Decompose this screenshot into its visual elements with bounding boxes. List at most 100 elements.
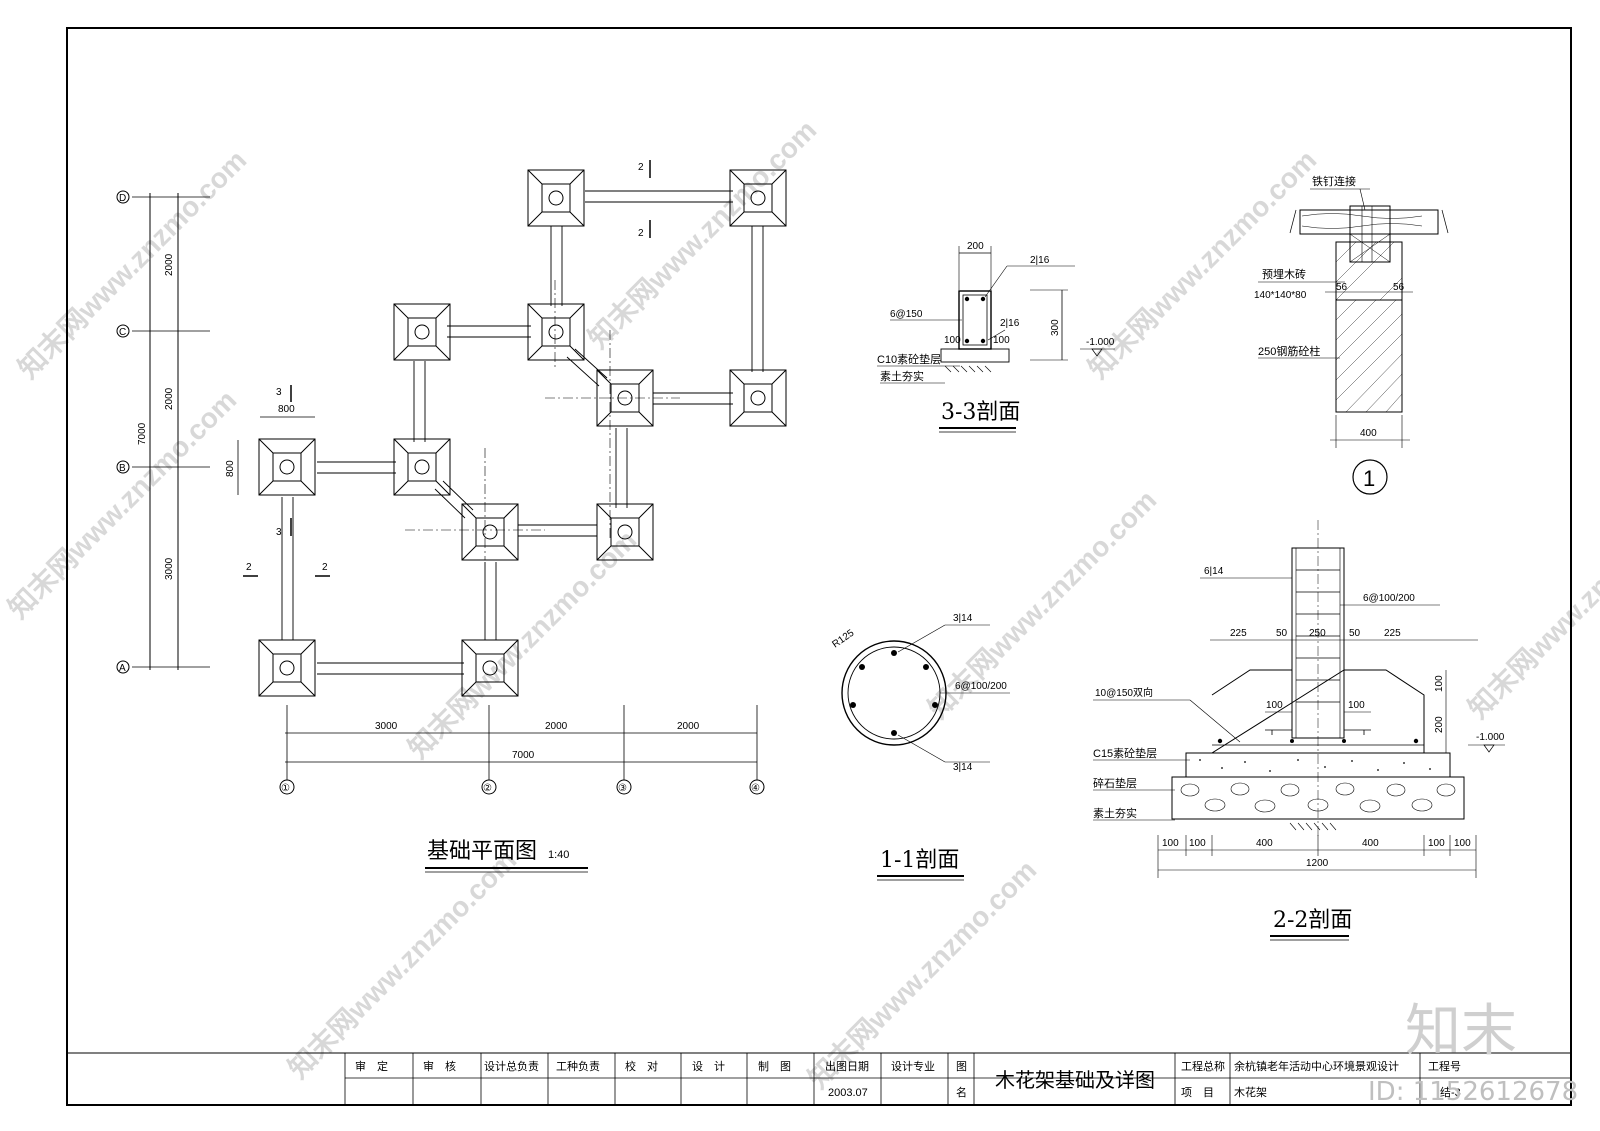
s22-bottom-dim-4: 400 [1362, 838, 1379, 849]
cut-3-top: 3 [276, 387, 282, 398]
s22-dim-100-right: 100 [1348, 700, 1365, 711]
s22-dim-50-right: 50 [1349, 628, 1361, 639]
s33-width: 200 [967, 241, 984, 252]
s11-top-bars: 3|14 [953, 613, 973, 624]
axis-label-c: C [119, 327, 126, 338]
drawing-name-label-tu: 图 [956, 1060, 967, 1073]
s22-total: 1200 [1306, 858, 1329, 869]
section-1-1: R125 3|14 6@100/200 3|14 1-1剖面 [830, 613, 1010, 881]
s33-elevation: -1.000 [1086, 337, 1115, 348]
role-approve: 审 定 [355, 1059, 388, 1073]
d1-label-size: 140*140*80 [1254, 290, 1307, 301]
axis-label-4: ④ [751, 783, 760, 794]
s22-layer-3: 素土夯实 [1093, 806, 1137, 820]
project-total: 余杭镇老年活动中心环境景观设计 [1234, 1059, 1399, 1073]
axis-label-a: A [119, 663, 126, 674]
watermark-text: 知末网www.znzmo.com [802, 853, 1043, 1094]
axis-label-1: ① [281, 783, 290, 794]
s22-dim-100-left: 100 [1266, 700, 1283, 711]
role-check: 校 对 [625, 1059, 658, 1073]
d1-marker: 1 [1363, 466, 1375, 491]
s22-dim-250: 250 [1309, 628, 1326, 639]
plan-scale: 1:40 [548, 849, 569, 861]
s11-title: 1-1剖面 [880, 848, 959, 873]
foundation-plan: D C B A 2000 2000 3000 7000 3000 2000 20… [116, 160, 787, 873]
role-design: 设 计 [692, 1060, 725, 1073]
plan-title: 基础平面图 [427, 839, 537, 864]
dim-vertical-3: 3000 [164, 557, 175, 580]
s22-bottom-dim-6: 100 [1454, 838, 1471, 849]
cut-2-top: 2 [638, 162, 644, 173]
d1-dim-56-right: 56 [1393, 282, 1405, 293]
section-2-2: 6|14 6@100/200 225 50 250 50 225 100 100… [1093, 520, 1505, 941]
role-review: 审 核 [423, 1059, 456, 1073]
dim-horizontal-total: 7000 [512, 750, 535, 761]
s33-top-bar: 2|16 [1030, 255, 1050, 266]
s33-layer-1: C10素砼垫层 [877, 352, 941, 366]
s22-height-100: 100 [1434, 675, 1445, 692]
cut-2-right: 2 [322, 562, 328, 573]
s11-stirrup: 6@100/200 [955, 681, 1007, 692]
s22-bottom-dim-5: 100 [1428, 838, 1445, 849]
role-draft: 制 图 [758, 1060, 791, 1073]
issue-date: 2003.07 [828, 1087, 868, 1099]
dim-horizontal-1: 3000 [375, 721, 398, 732]
footing-height-dim: 800 [225, 460, 236, 477]
s22-dim-50-left: 50 [1276, 628, 1288, 639]
dim-horizontal-2: 2000 [545, 721, 568, 732]
s33-layer-2: 素土夯实 [880, 369, 924, 383]
s33-pad-right: 100 [993, 335, 1010, 346]
watermark-text: 知末网www.znzmo.com [12, 143, 253, 384]
footing-pads [258, 169, 787, 697]
dim-horizontal-3: 2000 [677, 721, 700, 732]
watermark-id: ID: 1152612678 [1368, 1077, 1578, 1107]
sheet-border [66, 27, 1572, 1106]
d1-label-brick: 预埋木砖 [1262, 267, 1306, 281]
s22-elevation: -1.000 [1476, 732, 1505, 743]
s22-height-200: 200 [1434, 716, 1445, 733]
s22-bar: 6|14 [1204, 566, 1224, 577]
axis-label-3: ③ [618, 783, 627, 794]
s22-layer-2: 碎石垫层 [1093, 776, 1137, 790]
detail-1: 铁钉连接 预埋木砖 140*140*80 250钢筋砼柱 56 56 400 1 [1254, 175, 1449, 495]
role-issue-date: 出图日期 [825, 1059, 869, 1073]
role-discipline: 设计专业 [891, 1059, 935, 1073]
item-label: 项 目 [1181, 1086, 1214, 1099]
dim-vertical-1: 2000 [164, 253, 175, 276]
project-number-label: 工程号 [1428, 1060, 1461, 1073]
dim-vertical-2: 2000 [164, 387, 175, 410]
s22-title: 2-2剖面 [1273, 908, 1352, 933]
watermark-layer: 知末网www.znzmo.com 知末网www.znzmo.com 知末网www… [2, 113, 1600, 1094]
axis-label-2: ② [483, 783, 492, 794]
s33-bottom-bar: 2|16 [1000, 318, 1020, 329]
role-chief-designer: 设计总负责 [484, 1059, 539, 1073]
s11-radius: R125 [830, 627, 856, 650]
d1-dim-56-left: 56 [1336, 282, 1348, 293]
drawing-name: 木花架基础及详图 [995, 1068, 1155, 1092]
cut-2-left: 2 [246, 562, 252, 573]
s33-height: 300 [1050, 319, 1061, 336]
watermark-text: 知末网www.znzmo.com [282, 843, 523, 1084]
dim-vertical-total: 7000 [137, 422, 148, 445]
s22-bottom-dim-2: 100 [1189, 838, 1206, 849]
d1-width: 400 [1360, 428, 1377, 439]
sheet-number: 结-3 [1440, 1086, 1461, 1099]
s33-title: 3-3剖面 [941, 400, 1020, 425]
s22-bottom-dim-1: 100 [1162, 838, 1179, 849]
d1-label-nail: 铁钉连接 [1312, 175, 1356, 188]
s11-bottom-bars: 3|14 [953, 762, 973, 773]
s33-pad-left: 100 [944, 335, 961, 346]
s22-dim-225-left: 225 [1230, 628, 1247, 639]
s22-layer-1: C15素砼垫层 [1093, 746, 1157, 760]
s33-stirrup: 6@150 [890, 309, 923, 320]
project-total-label: 工程总称 [1181, 1059, 1225, 1073]
s22-dim-225-right: 225 [1384, 628, 1401, 639]
watermark-logo: 知末 [1405, 999, 1517, 1064]
drawing-name-label-ming: 名 [956, 1085, 967, 1099]
watermark-text: 知末网www.znzmo.com [2, 383, 243, 624]
d1-label-column: 250钢筋砼柱 [1258, 344, 1320, 358]
s22-bottom-dim-3: 400 [1256, 838, 1273, 849]
footing-width-dim: 800 [278, 404, 295, 415]
item-value: 木花架 [1234, 1086, 1267, 1099]
